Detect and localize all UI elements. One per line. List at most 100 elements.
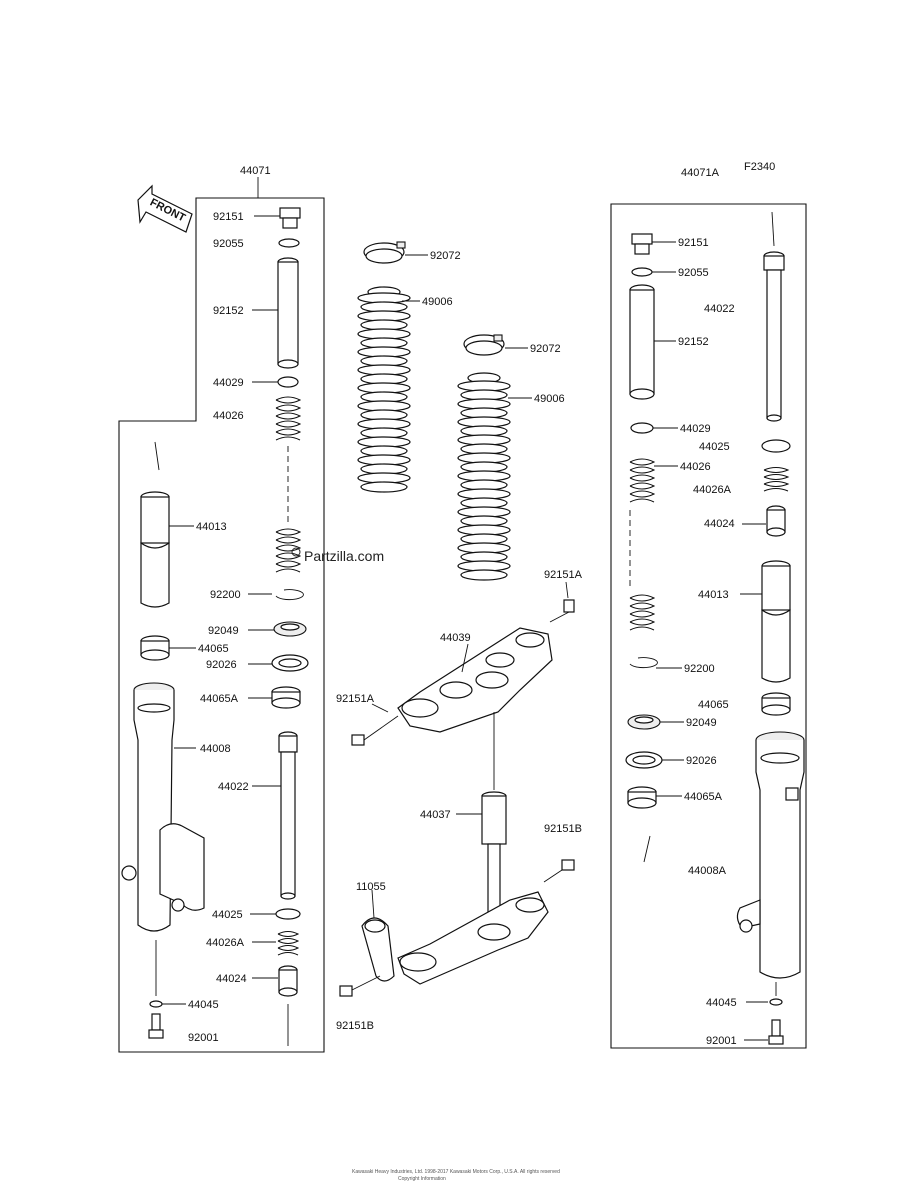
spring-44026a-right <box>763 467 790 492</box>
callout-92001-left: 92001 <box>188 1032 219 1044</box>
washer-92026-right <box>625 751 663 769</box>
spring-right-upper <box>629 458 656 503</box>
callout-44039: 44039 <box>440 632 471 644</box>
gasket-44045-left <box>149 1000 163 1008</box>
callout-44025-left: 44025 <box>212 909 243 921</box>
footer-copyright-link: Copyright Information <box>398 1176 446 1182</box>
collar-right <box>629 284 655 400</box>
callout-44029-left: 44029 <box>213 377 244 389</box>
bushing-44065-right <box>761 692 791 716</box>
outer-tube-right <box>736 731 805 979</box>
callout-92055-left: 92055 <box>213 238 244 250</box>
spring-44026a-left <box>277 931 300 956</box>
inner-tube-left <box>278 731 298 900</box>
clamp-92072-b <box>463 334 505 356</box>
washer-44029-left <box>277 376 299 388</box>
callout-44025-right: 44025 <box>699 441 730 453</box>
callout-92001-right: 92001 <box>706 1035 737 1047</box>
spring-left-lower <box>275 528 302 573</box>
callout-92026-right: 92026 <box>686 755 717 767</box>
callout-92151b-right: 92151B <box>544 823 582 835</box>
circlip-right <box>629 657 658 669</box>
callout-44026a-right: 44026A <box>693 484 732 496</box>
callout-92049-right: 92049 <box>686 717 717 729</box>
piece-44024-left <box>278 965 298 997</box>
callout-44065-right: 44065 <box>698 699 729 711</box>
watermark-logo: Partzilla.com <box>291 547 384 564</box>
callout-92151a-top: 92151A <box>544 569 583 581</box>
callout-49006-a: 49006 <box>422 296 453 308</box>
callout-44045-right: 44045 <box>706 997 737 1009</box>
bracket-11055 <box>361 917 395 982</box>
callout-92049-left: 92049 <box>208 625 239 637</box>
outer-tube-left <box>121 682 205 932</box>
callout-44008a-right: 44008A <box>688 865 727 877</box>
callout-92152-right: 92152 <box>678 336 709 348</box>
clamp-92072-a <box>363 241 406 264</box>
callout-92151-left: 92151 <box>213 211 244 223</box>
callout-92200-left: 92200 <box>210 589 241 601</box>
callout-92200-right: 92200 <box>684 663 715 675</box>
oil-seal-right <box>627 714 661 730</box>
bushing-44065-left <box>140 635 170 661</box>
piece-44024-right <box>766 505 786 537</box>
collar-left <box>277 257 299 369</box>
boot-49006-a <box>357 286 411 493</box>
callout-92055-right: 92055 <box>678 267 709 279</box>
callout-92151-right: 92151 <box>678 237 709 249</box>
callout-44029-right: 44029 <box>680 423 711 435</box>
washer-44029-right <box>630 422 654 434</box>
footer-copyright: Kawasaki Heavy Industries, Ltd. 1998-201… <box>352 1169 560 1175</box>
circlip-left <box>275 589 304 601</box>
bolt-92151a-top <box>549 599 575 623</box>
callout-44071: 44071 <box>240 165 271 177</box>
callout-92151a-left: 92151A <box>336 693 375 705</box>
callout-44065a-right: 44065A <box>684 791 723 803</box>
bushing-44065a-right <box>627 786 657 809</box>
gasket-44045-right <box>769 998 783 1006</box>
callout-11055: 11055 <box>356 881 386 893</box>
callout-44022-right: 44022 <box>704 303 735 315</box>
slider-44013-left <box>140 491 170 608</box>
bolt-92151a-left <box>351 715 399 746</box>
bushing-44065a-left <box>271 686 301 709</box>
callout-44008-left: 44008 <box>200 743 231 755</box>
bolt-92001-left <box>148 1013 164 1039</box>
callout-44037: 44037 <box>420 809 451 821</box>
callout-49006-b: 49006 <box>534 393 565 405</box>
callout-44065a-left: 44065A <box>200 693 239 705</box>
right-fork-frame <box>610 203 807 1049</box>
washer-44025-right <box>761 439 791 453</box>
washer-44025-left <box>275 908 301 920</box>
callout-44024-left: 44024 <box>216 973 247 985</box>
callout-44013-left: 44013 <box>196 521 227 533</box>
spring-right-lower <box>629 594 656 631</box>
callout-44024-right: 44024 <box>704 518 735 530</box>
bolt-92151b-bottom <box>339 975 381 997</box>
lower-bracket <box>397 891 549 985</box>
slider-44013-right <box>761 560 791 683</box>
bolt-92001-right <box>768 1019 784 1045</box>
front-arrow-icon: FRONT <box>137 184 193 233</box>
callout-44022-left: 44022 <box>218 781 249 793</box>
figure-code: F2340 <box>744 161 775 173</box>
o-ring-right <box>631 267 653 277</box>
cap-bolt-right <box>631 233 653 255</box>
callout-92072-a: 92072 <box>430 250 461 262</box>
inner-tube-right <box>763 251 785 422</box>
boot-49006-b <box>457 372 511 581</box>
spring-left-upper <box>275 396 302 441</box>
callout-92151b-bottom: 92151B <box>336 1020 374 1032</box>
oil-seal-left <box>273 621 307 637</box>
left-fork-frame <box>118 197 325 1053</box>
callout-92026-left: 92026 <box>206 659 237 671</box>
washer-92026-left <box>271 654 309 672</box>
callout-44026-right: 44026 <box>680 461 711 473</box>
callout-44045-left: 44045 <box>188 999 219 1011</box>
cap-bolt-left <box>279 207 301 229</box>
bolt-92151b-right <box>543 859 575 883</box>
callout-44071a: 44071A <box>681 167 720 179</box>
upper-bracket-44039 <box>397 627 553 733</box>
callout-44065-left: 44065 <box>198 643 229 655</box>
